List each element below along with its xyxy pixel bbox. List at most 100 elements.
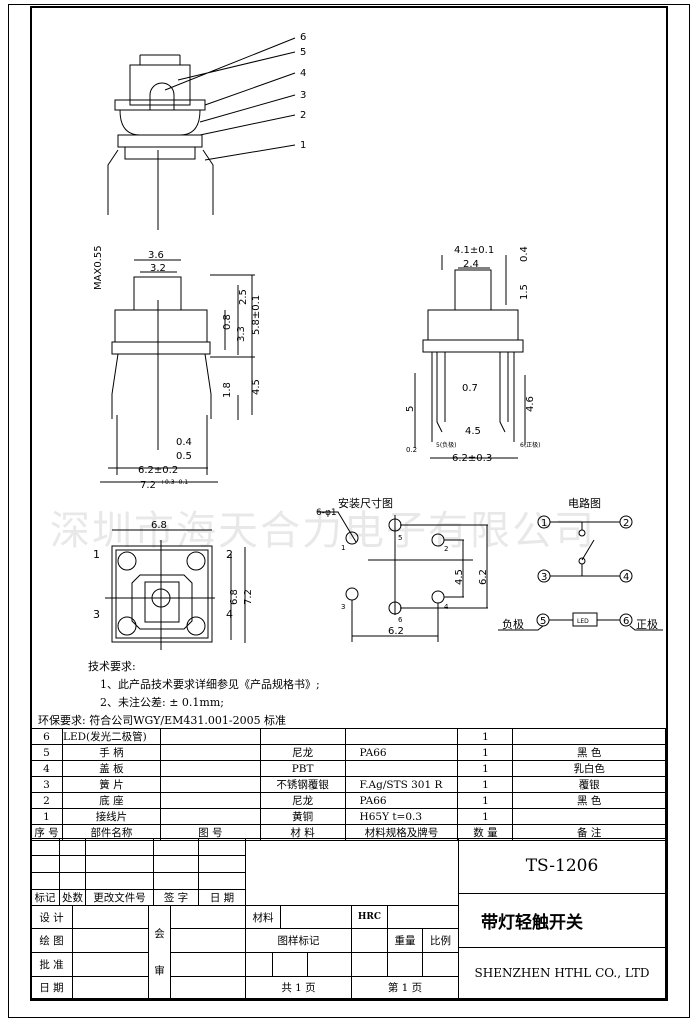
dim: 2.4 [463, 259, 479, 270]
exploded-view [107, 37, 296, 230]
review-value [170, 952, 246, 977]
cell-item-no: 2 [30, 792, 63, 809]
rev-header-doc: 更改文件号 [85, 889, 154, 906]
cell-item-no: 3 [30, 776, 63, 793]
cell-remarks [512, 808, 666, 825]
cell-material-spec [344, 728, 459, 745]
rev-cell [198, 855, 246, 873]
total-pages: 共 1 页 [245, 976, 352, 999]
drawing-mark-label: 图样标记 [245, 928, 352, 953]
dim: 3.6 [148, 250, 164, 261]
hole-label: 5 [398, 534, 402, 542]
node-label: 4 [623, 572, 629, 583]
review-text-2: 审 [154, 965, 165, 977]
hrc-label: HRC [351, 905, 388, 929]
callout-6: 6 [300, 32, 306, 43]
rev-cell [153, 838, 199, 856]
pin-label: 4 [226, 608, 233, 621]
cell-material-spec: H65Y t=0.3 [344, 808, 459, 825]
review-value [170, 928, 246, 953]
dim: 3.2 [150, 263, 166, 274]
material-label: 材料 [245, 905, 281, 929]
pin-label: 1 [93, 548, 100, 561]
cell-material [259, 728, 346, 745]
circuit-labels: 电路图 1 2 3 4 5 6 LED 负极 正极 [502, 497, 658, 631]
cell-quantity: 数 量 [457, 824, 514, 841]
cell-quantity: 1 [457, 760, 514, 777]
scale-label: 比例 [422, 928, 459, 953]
rev-header-count: 处数 [59, 889, 86, 906]
cell-material-spec: PA66 [344, 792, 459, 809]
hole-label: 1 [341, 544, 345, 552]
rev-cell [85, 872, 154, 890]
callout-1: 1 [300, 140, 306, 151]
cell-part-name: 簧 片 [61, 776, 161, 793]
cell-drawing-no [159, 760, 261, 777]
negative-label: 负极 [502, 617, 524, 631]
review-label: 会 审 [148, 905, 171, 999]
rev-cell [85, 838, 154, 856]
dim: 0.7 [462, 383, 478, 394]
cell-drawing-no [159, 808, 261, 825]
review-text: 会 [154, 928, 165, 940]
dim: 5.8±0.1 [251, 295, 262, 335]
callout-3: 3 [300, 90, 306, 101]
hole-label: 6 [398, 616, 403, 624]
cell-part-name: LED(发光二极管) [61, 728, 161, 745]
material-value [280, 905, 352, 929]
dim: 7.2 [243, 589, 254, 605]
weight-label: 重量 [387, 928, 423, 953]
cell-material: 尼龙 [259, 744, 346, 761]
cell-drawing-no: 图 号 [159, 824, 261, 841]
cell-item-no: 4 [30, 760, 63, 777]
date-value [72, 976, 149, 999]
cell-remarks: 黑 色 [512, 744, 666, 761]
circuit-diagram [498, 515, 663, 631]
dim: 4.6 [525, 396, 536, 412]
node-label: 3 [541, 572, 547, 583]
node-label: 2 [623, 518, 629, 529]
dim: 0.4 [519, 246, 530, 262]
callout-2: 2 [300, 110, 306, 121]
cell-part-name: 底 座 [61, 792, 161, 809]
rev-cell [198, 838, 246, 856]
hole-label: 2 [444, 545, 448, 553]
cell-item-no: 1 [30, 808, 63, 825]
cell-drawing-no [159, 728, 261, 745]
dim: 6.8 [229, 589, 240, 605]
cell-quantity: 1 [457, 744, 514, 761]
part-callouts: 6 5 4 3 2 1 [300, 32, 306, 151]
company-name: SHENZHEN HTHL CO., LTD [458, 947, 666, 999]
drawing-frame [30, 6, 668, 1001]
dim: 6-φ1 [316, 508, 337, 518]
rev-cell [153, 855, 199, 873]
cell-material-spec: F.Ag/STS 301 R [344, 776, 459, 793]
rev-cell [59, 855, 86, 873]
dim: 6.2±0.2 [138, 465, 178, 476]
tech-requirement-2: 2、未注公差: ± 0.1mm; [100, 696, 224, 709]
blank-area [245, 838, 459, 906]
dim: 6.2 [478, 569, 489, 585]
outer-border [8, 4, 690, 1018]
cell-part-name: 手 柄 [61, 744, 161, 761]
mounting-diagram [318, 511, 488, 642]
dim: 6.2 [388, 626, 404, 637]
review-value [170, 976, 246, 999]
draw-label: 绘 图 [30, 928, 73, 953]
cell-material: 黄铜 [259, 808, 346, 825]
dim: 0.5 [176, 451, 192, 462]
cell-remarks [512, 728, 666, 745]
led-label: LED [577, 618, 589, 625]
cell-quantity: 1 [457, 808, 514, 825]
mounting-labels: 安装尺寸图 6-φ1 4.5 6.2 6.2 1 2 3 4 5 6 [316, 496, 489, 637]
cell-quantity: 1 [457, 776, 514, 793]
callout-4: 4 [300, 68, 306, 79]
cell-remarks: 乳白色 [512, 760, 666, 777]
side-view [414, 255, 526, 459]
dim: 4.5 [251, 379, 262, 395]
mark-value [351, 928, 388, 953]
